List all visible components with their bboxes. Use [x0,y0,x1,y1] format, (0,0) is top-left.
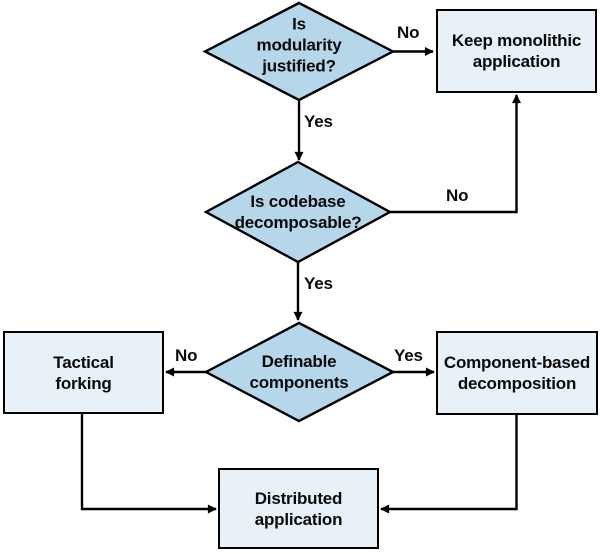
decision-diamond-codebase [203,160,393,264]
connector-tactical-to-distributed [80,414,217,514]
decision-diamond-components [203,321,396,423]
connector-codebase-no [390,94,521,214]
connector-component-to-distributed [380,415,518,514]
edge-label-components-no: No [175,346,198,365]
edge-label-components-yes: Yes [394,346,423,365]
node-keep-monolithic-application: Keep monolithic application [436,9,597,93]
node-label-tactical-forking: Tactical forking [53,352,114,393]
node-component-based-decomposition: Component-based decomposition [436,331,598,415]
node-distributed-application: Distributed application [218,468,379,549]
decision-label-components: Definable components [249,352,349,392]
decision-label-codebase: Is codebase decomposable? [234,192,362,232]
edge-label-codebase-yes: Yes [304,274,333,293]
decision-diamond-modularity [202,1,396,102]
decision-label-modularity: Is modularity justified? [256,14,342,76]
node-label-component-based: Component-based decomposition [443,353,591,393]
node-label-distributed-application: Distributed application [254,488,343,529]
edge-label-modularity-no: No [397,23,420,42]
edge-label-codebase-no: No [446,186,469,205]
edge-label-modularity-yes: Yes [304,112,333,131]
node-label-keep-monolithic: Keep monolithic application [451,31,582,71]
node-tactical-forking: Tactical forking [3,331,164,414]
